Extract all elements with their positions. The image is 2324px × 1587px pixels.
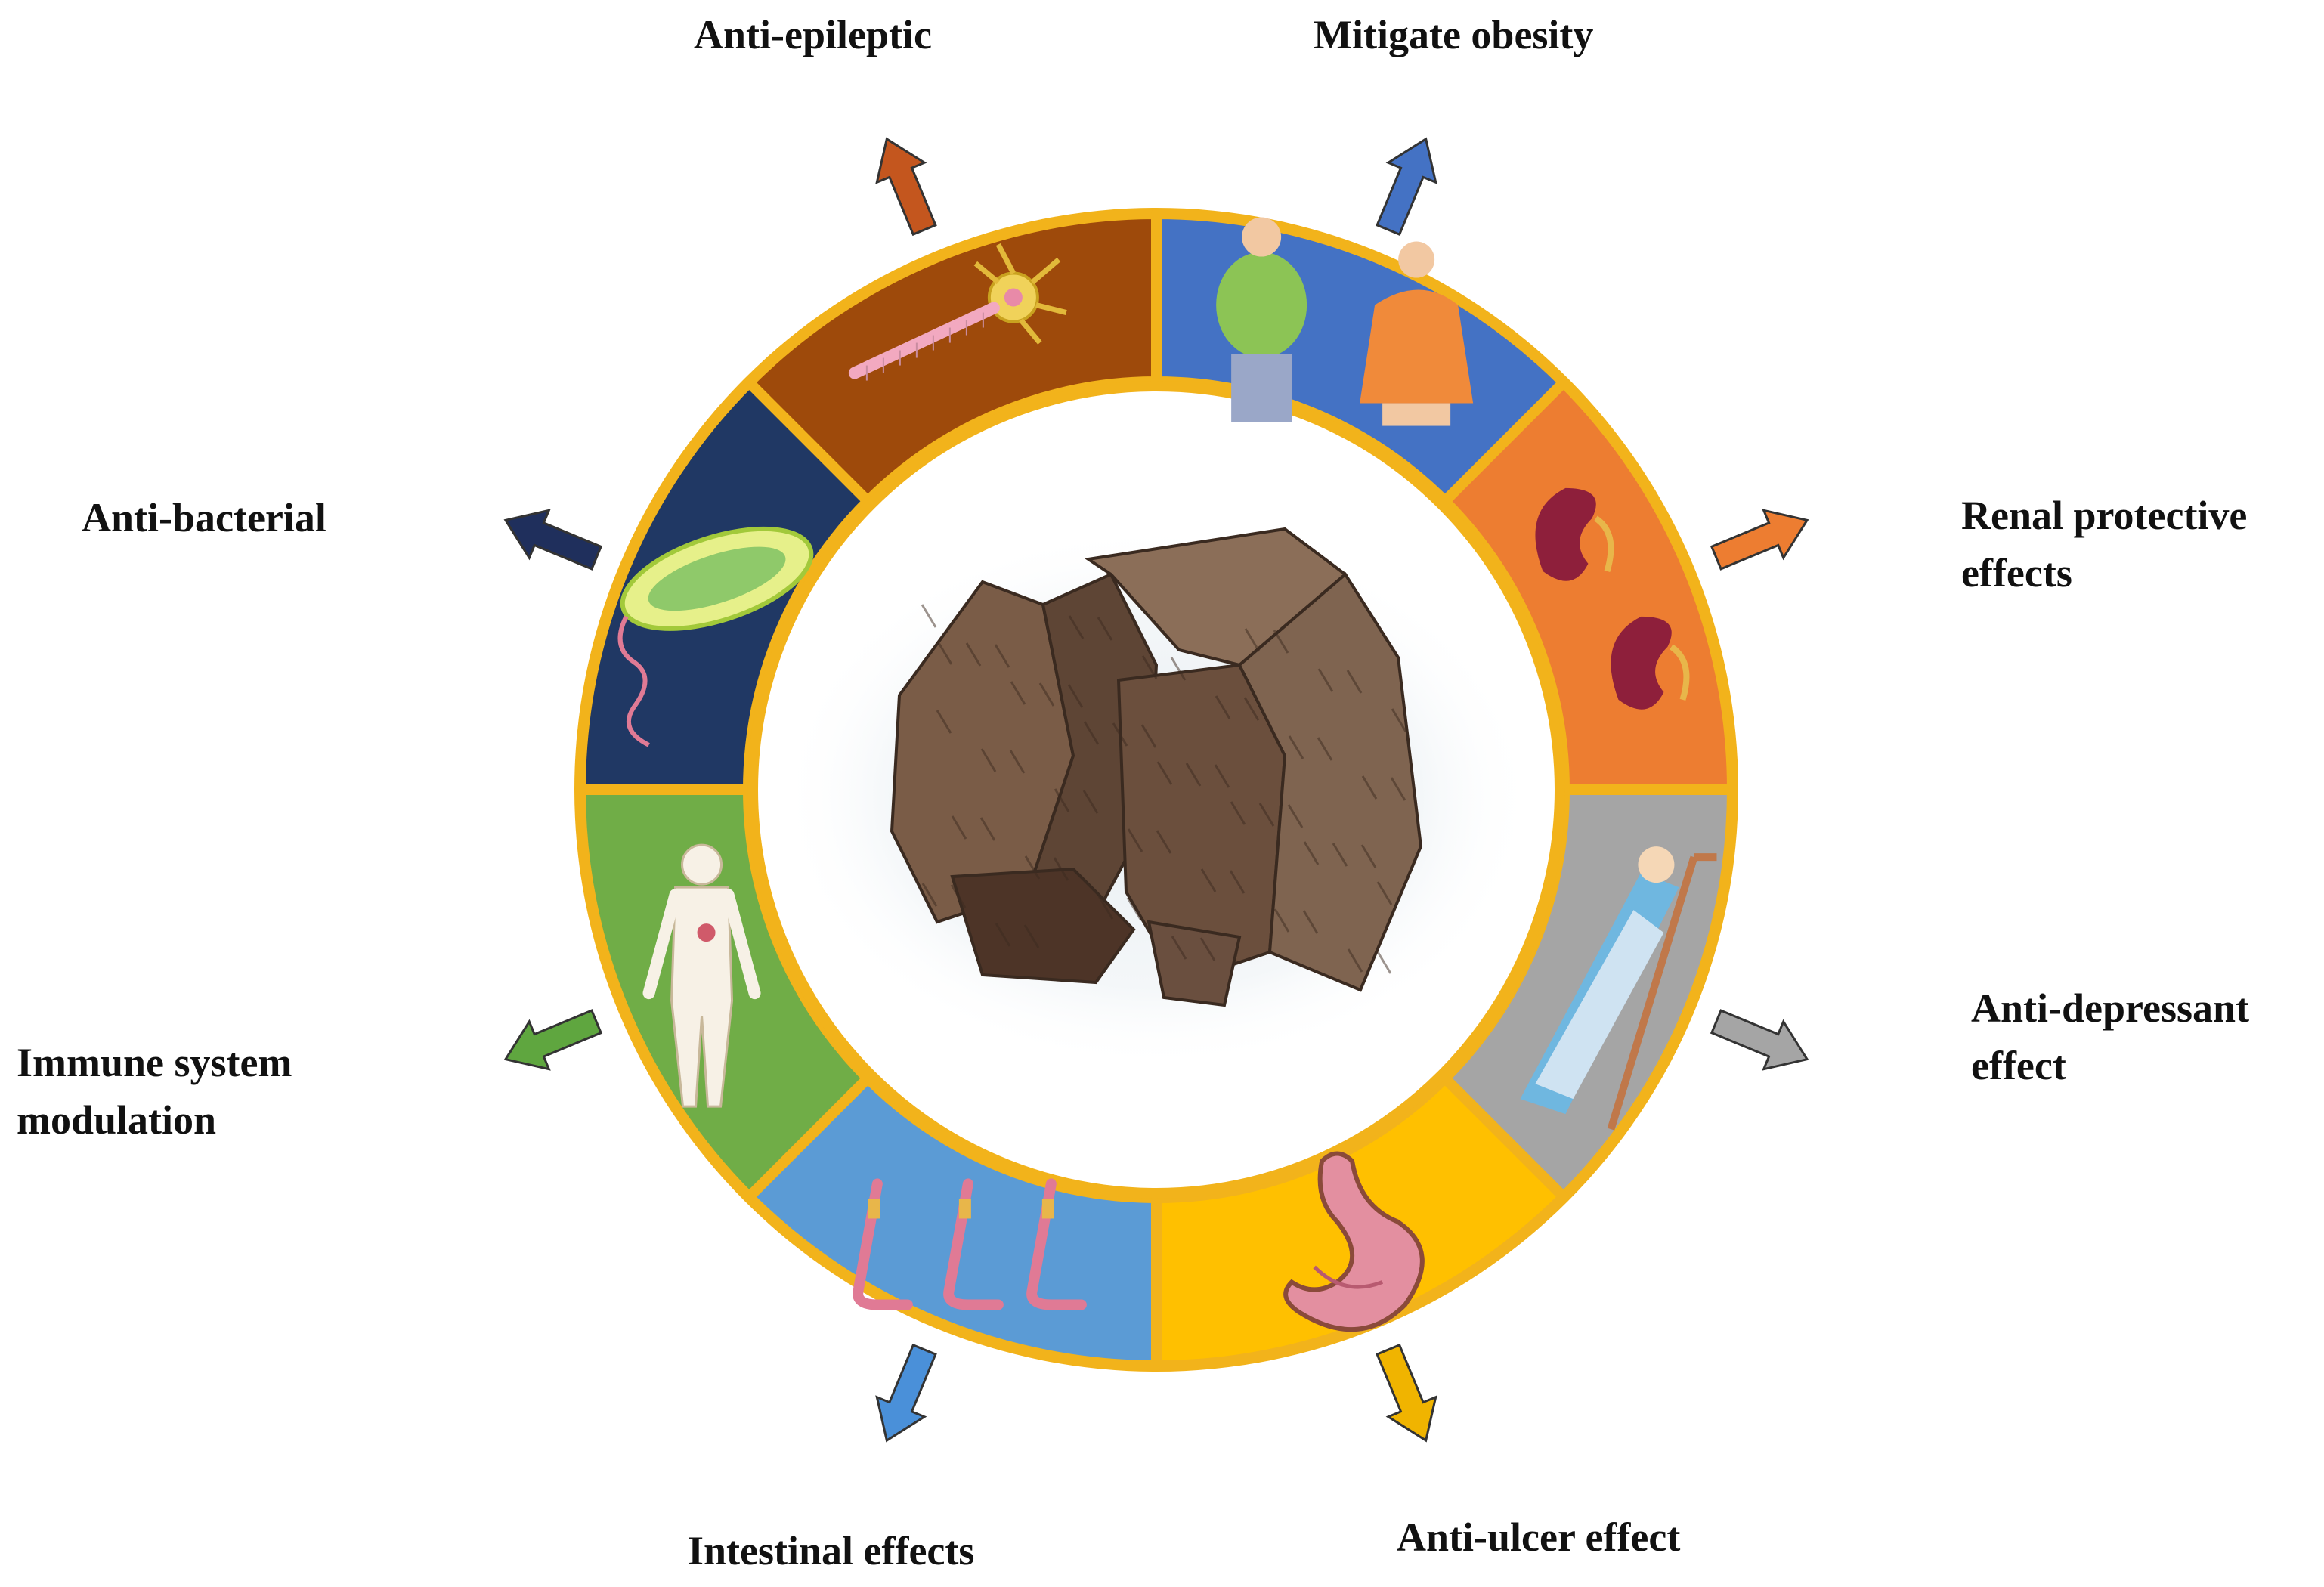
arrow-renal	[1707, 497, 1817, 582]
arrow-depressant	[1707, 998, 1817, 1084]
label-intestinal-effects: Intestinal effects	[688, 1522, 974, 1579]
label-mitigate-obesity: Mitigate obesity	[1314, 6, 1593, 63]
center-bark-image	[778, 525, 1534, 1069]
label-renal-protective-effects: Renal protective effects	[1961, 487, 2247, 602]
label-anti-bacterial: Anti-bacterial	[82, 489, 326, 546]
arrow-obesity	[1365, 129, 1450, 240]
label-anti-depressant-effect: Anti-depressant effect	[1971, 979, 2249, 1094]
label-anti-ulcer-effect: Anti-ulcer effect	[1397, 1508, 1680, 1566]
arrow-epileptic	[863, 129, 948, 240]
arrow-bacterial	[496, 497, 606, 582]
bark-piece	[1149, 922, 1239, 1005]
arrow-ulcer	[1365, 1340, 1450, 1450]
arrow-immune	[496, 998, 606, 1084]
label-anti-epileptic: Anti-epileptic	[694, 6, 932, 63]
label-immune-system-modulation: Immune system modulation	[17, 1034, 292, 1149]
arrow-intestinal	[863, 1340, 948, 1450]
